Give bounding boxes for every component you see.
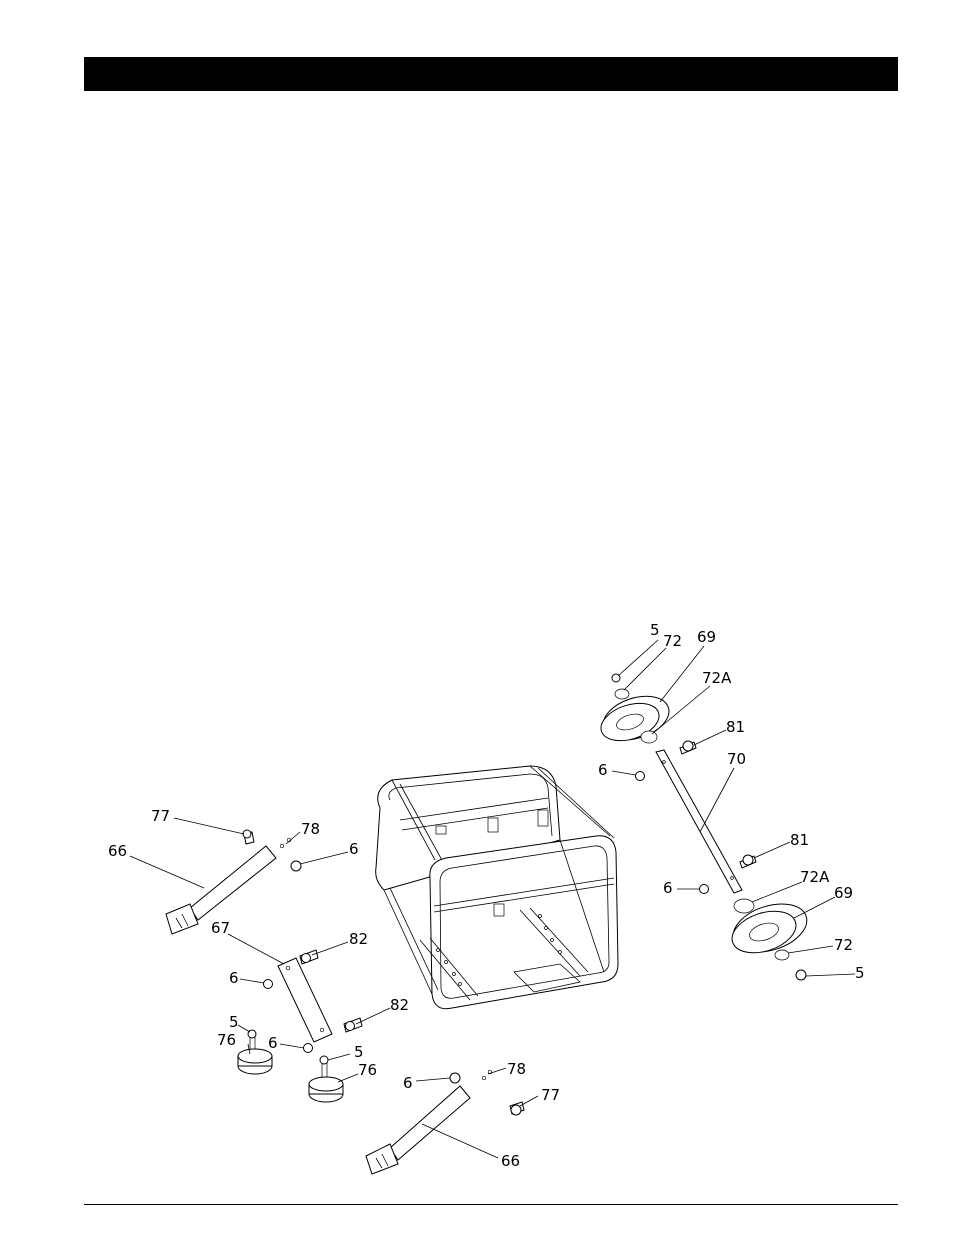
callout-label: 77 — [151, 807, 170, 825]
callout-label: 78 — [507, 1060, 526, 1078]
callout-label: 77 — [541, 1086, 560, 1104]
callout-label: 66 — [501, 1152, 520, 1170]
callout-label: 72A — [702, 669, 732, 687]
callout-label: 70 — [727, 750, 746, 768]
callout-label: 69 — [834, 884, 853, 902]
callout-label: 5 — [229, 1013, 239, 1031]
handle-upper — [165, 829, 302, 935]
callout-label: 69 — [697, 628, 716, 646]
callout-label: 72A — [800, 868, 830, 886]
footer-rule — [84, 1204, 898, 1205]
callout-label: 6 — [663, 879, 673, 897]
callout-label: 76 — [358, 1061, 377, 1079]
callout-label: 5 — [354, 1043, 364, 1061]
callout-labels: 5 72 69 72A 81 6 70 77 78 6 66 81 6 72A … — [108, 621, 865, 1170]
callout-label: 6 — [349, 840, 359, 858]
callout-label: 82 — [390, 996, 409, 1014]
leader-lines — [129, 639, 856, 1159]
callout-label: 78 — [301, 820, 320, 838]
callout-label: 6 — [403, 1074, 413, 1092]
callout-label: 81 — [726, 718, 745, 736]
callout-label: 72 — [834, 936, 853, 954]
callout-label: 5 — [650, 621, 660, 639]
callout-label: 72 — [663, 632, 682, 650]
callout-label: 6 — [598, 761, 608, 779]
frame-assembly — [375, 765, 619, 1010]
callout-label: 82 — [349, 930, 368, 948]
callout-label: 81 — [790, 831, 809, 849]
callout-label: 67 — [211, 919, 230, 937]
handle-lower — [365, 1069, 525, 1175]
header-bar — [84, 57, 898, 91]
callout-label: 6 — [229, 969, 239, 987]
axle-assembly — [600, 673, 808, 981]
callout-label: 6 — [268, 1034, 278, 1052]
callout-label: 66 — [108, 842, 127, 860]
callout-label: 5 — [855, 964, 865, 982]
bracket-feet — [237, 949, 363, 1103]
callout-label: 76 — [217, 1031, 236, 1049]
